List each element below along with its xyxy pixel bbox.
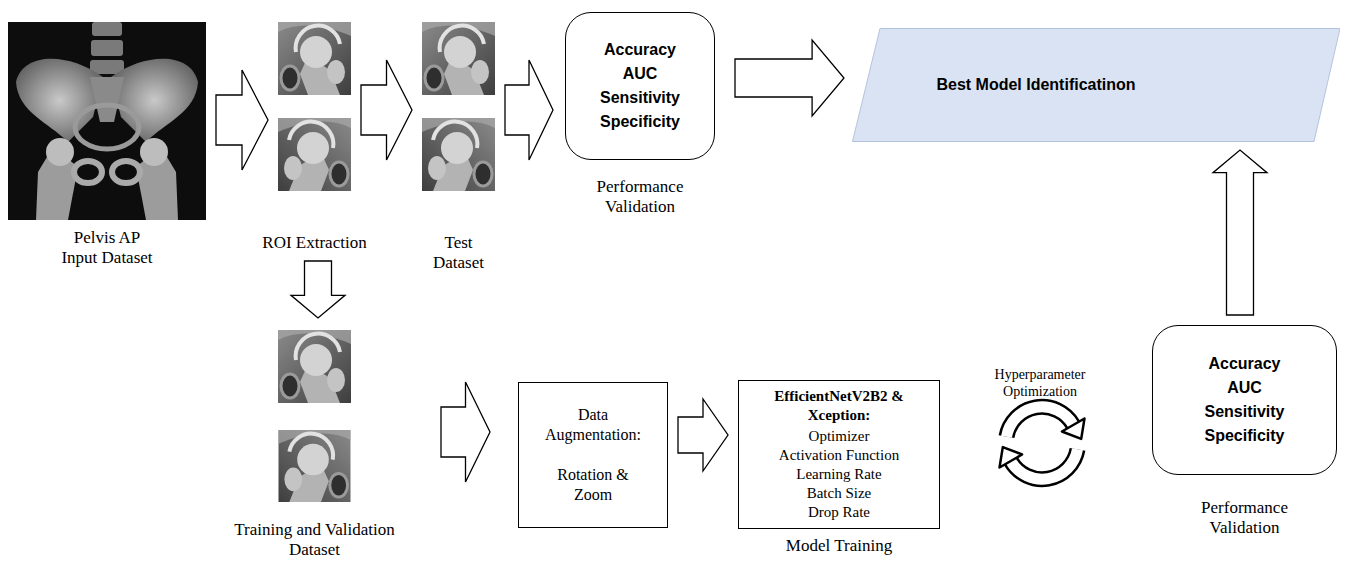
- roi-image: [278, 118, 351, 191]
- vertebra: [91, 40, 123, 56]
- box-text: Sensitivity: [600, 86, 680, 110]
- caption-label: Performance Validation: [590, 177, 690, 217]
- image-node: Test Dataset: [422, 22, 495, 191]
- caption-label: Pelvis AP Input Dataset: [57, 228, 157, 268]
- sacrum: [90, 77, 124, 122]
- cycle-arrowhead: [1062, 419, 1085, 439]
- cycle-icon: [1000, 407, 1085, 479]
- box-text: Sensitivity: [1204, 400, 1284, 424]
- femoral-head: [46, 138, 74, 166]
- roi-image: [422, 118, 495, 191]
- roi-image: [278, 330, 351, 403]
- image-node: ROI Extraction: [278, 22, 351, 191]
- box-text: Learning Rate: [796, 465, 881, 484]
- parallelogram-fill: [853, 29, 1341, 142]
- iliac-wing: [111, 59, 198, 142]
- roi-image: [422, 22, 495, 95]
- box-text: Batch Size: [807, 484, 872, 503]
- block-arrow: [1213, 150, 1267, 315]
- roi-image-flipped: [422, 118, 495, 191]
- image-node: Training and Validation Dataset: [278, 330, 351, 502]
- box-text: Rotation & Zoom: [539, 465, 647, 505]
- result-parallelogram: Best Model Identificatinon: [852, 28, 1340, 142]
- xray-background: [8, 22, 206, 220]
- block-arrow: [735, 40, 844, 116]
- caption-label: Performance Validation: [1195, 498, 1295, 538]
- block-arrow: [505, 60, 553, 160]
- annotation-label: Hyperparameter Optimization: [985, 366, 1095, 400]
- box-text: Accuracy: [604, 38, 676, 62]
- image-node: Pelvis AP Input Dataset: [8, 22, 206, 220]
- block-arrow: [361, 60, 412, 160]
- process-box: Data Augmentation: Rotation & Zoom: [518, 382, 668, 528]
- cycle-arrowhead: [1000, 447, 1023, 467]
- block-arrow: [216, 70, 268, 170]
- block-arrow: [678, 399, 728, 471]
- obturator-ring: [74, 161, 102, 183]
- obturator-ring: [112, 161, 140, 183]
- caption-label: Training and Validation Dataset: [225, 520, 405, 560]
- pelvis-xray: [8, 22, 206, 220]
- caption-label: ROI Extraction: [262, 233, 366, 253]
- box-text: Drop Rate: [808, 503, 870, 522]
- model-box: EfficientNetV2B2 & Xception: OptimizerAct…: [738, 380, 940, 529]
- block-arrow: [441, 382, 490, 482]
- vertebra: [92, 22, 122, 36]
- caption-label: Test Dataset: [429, 233, 489, 273]
- femoral-head: [140, 138, 168, 166]
- box-text: Optimizer: [809, 427, 870, 446]
- box-text: AUC: [623, 62, 658, 86]
- box-text: Activation Function: [779, 446, 899, 465]
- roi-image-flipped: [278, 118, 351, 191]
- metrics-box: AccuracyAUCSensitivitySpecificityPerform…: [565, 12, 715, 160]
- roi-image: [278, 22, 351, 95]
- block-arrow: [291, 261, 345, 318]
- box-text: AUC: [1227, 376, 1262, 400]
- roi-image-flipped: [279, 430, 351, 502]
- metrics-box: AccuracyAUCSensitivitySpecificityPerform…: [1152, 325, 1337, 475]
- iliac-wing: [16, 59, 103, 142]
- pelvic-inlet: [75, 105, 139, 149]
- caption-label: Model Training: [786, 536, 892, 556]
- box-text: EfficientNetV2B2 & Xception:: [746, 387, 932, 425]
- roi-image: [279, 430, 351, 502]
- box-text: Data Augmentation:: [539, 405, 647, 445]
- box-text: Best Model Identificatinon: [936, 75, 1135, 95]
- box-text: Accuracy: [1208, 352, 1280, 376]
- box-text: Specificity: [1204, 424, 1284, 448]
- box-text: Specificity: [600, 110, 680, 134]
